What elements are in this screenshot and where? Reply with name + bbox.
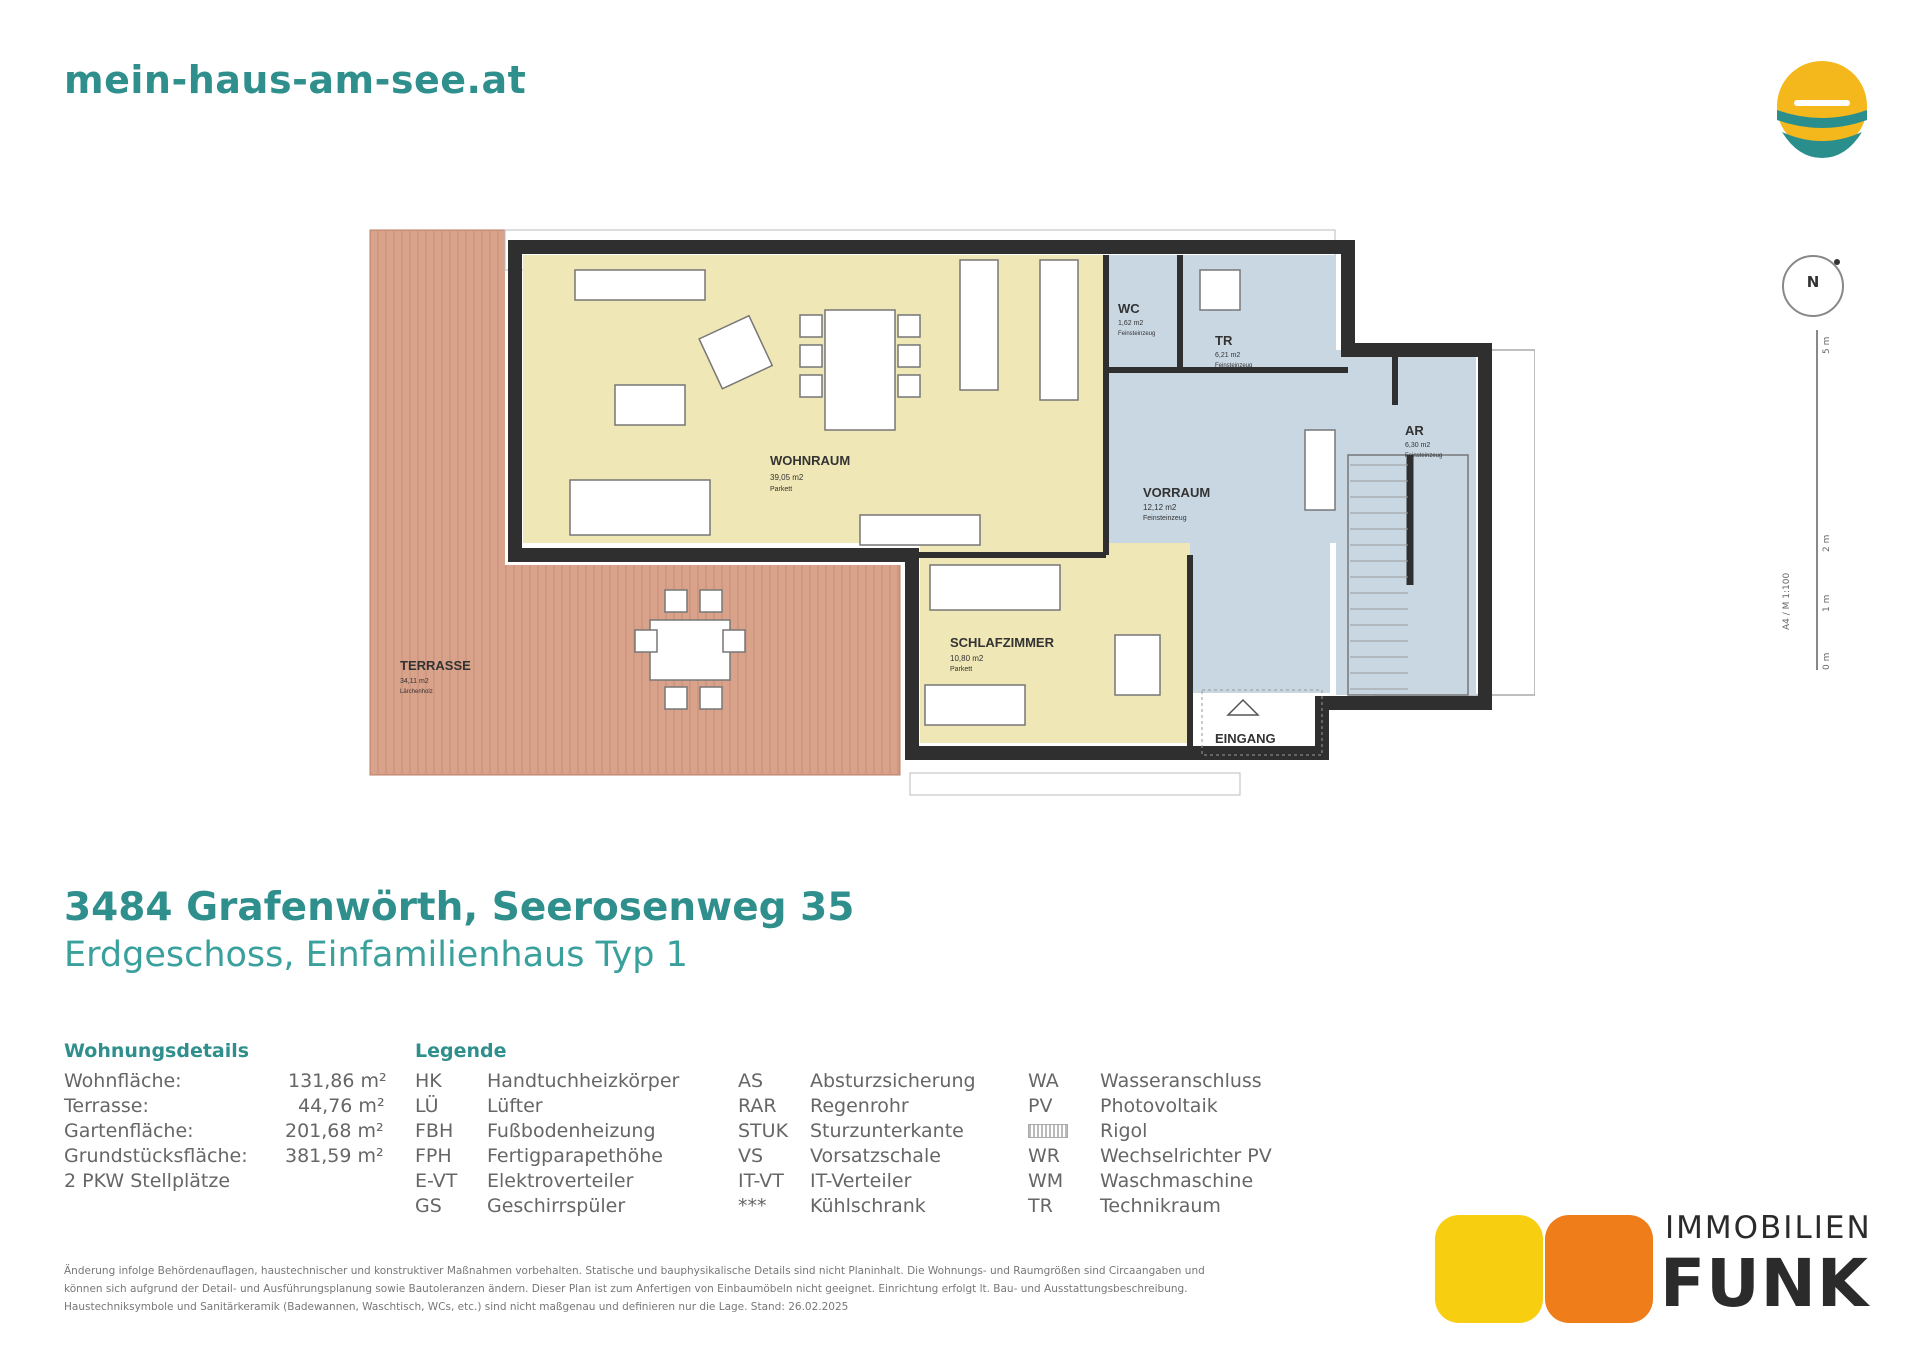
scale-label: A4 / M 1:100 — [1782, 572, 1792, 630]
legend-abbr: *** — [738, 1195, 767, 1217]
label-wc: WC — [1118, 301, 1140, 316]
svg-text:6,30 m2: 6,30 m2 — [1405, 442, 1430, 449]
legend-abbr: AS — [738, 1070, 764, 1092]
legend-abbr: FBH — [415, 1120, 454, 1142]
legend-text: Fußbodenheizung — [487, 1120, 656, 1142]
rigol-symbol-icon — [1028, 1124, 1068, 1138]
label-terrasse: TERRASSE — [400, 658, 471, 673]
compass-north-label: N — [1806, 273, 1820, 291]
legend-abbr: GS — [415, 1195, 442, 1217]
detail-value: 381,59 m² — [285, 1145, 384, 1167]
legend-text: Waschmaschine — [1100, 1170, 1254, 1192]
room-labels: WOHNRAUM 39,05 m2 Parkett SCHLAFZIMMER 1… — [400, 301, 1442, 746]
detail-label: Wohnfläche: — [64, 1070, 182, 1092]
legend-abbr: VS — [738, 1145, 764, 1167]
scale-tick-5m: 5 m — [1822, 336, 1832, 354]
svg-text:39,05 m2: 39,05 m2 — [770, 473, 804, 482]
legend-text: Rigol — [1100, 1120, 1148, 1142]
svg-text:12,12 m2: 12,12 m2 — [1143, 503, 1177, 512]
legend-text: Lüfter — [487, 1095, 543, 1117]
legend-abbr: RAR — [738, 1095, 777, 1117]
scale-tick-1m: 1 m — [1822, 594, 1832, 612]
legend-abbr: WR — [1028, 1145, 1060, 1167]
legend-abbr: E-VT — [415, 1170, 458, 1192]
scale-tick-2m: 2 m — [1822, 534, 1832, 552]
svg-text:Parkett: Parkett — [770, 486, 792, 493]
brand-line2: FUNK — [1660, 1245, 1870, 1322]
brand-orange-square — [1545, 1215, 1653, 1323]
sea-logo-icon — [1777, 61, 1867, 158]
legend-text: Absturzsicherung — [810, 1070, 976, 1092]
legend-text: Fertigparapethöhe — [487, 1145, 663, 1167]
entrance-arrow-icon — [1226, 698, 1260, 716]
floor-plan: WOHNRAUM 39,05 m2 Parkett SCHLAFZIMMER 1… — [369, 225, 1535, 815]
scale-bar: A4 / M 1:100 5 m 2 m 1 m 0 m — [1782, 330, 1838, 680]
label-ar: AR — [1405, 423, 1424, 438]
legend-abbr: PV — [1028, 1095, 1053, 1117]
legend-abbr: LÜ — [415, 1095, 439, 1117]
site-url: mein-haus-am-see.at — [64, 58, 527, 102]
legend-text: Wasseranschluss — [1100, 1070, 1262, 1092]
label-schlafzimmer: SCHLAFZIMMER — [950, 635, 1055, 650]
detail-value: 44,76 m² — [298, 1095, 385, 1117]
legend-abbr: WA — [1028, 1070, 1059, 1092]
legend-text: Kühlschrank — [810, 1195, 926, 1217]
detail-label: Terrasse: — [64, 1095, 149, 1117]
property-subtitle: Erdgeschoss, Einfamilienhaus Typ 1 — [64, 935, 688, 975]
label-tr: TR — [1215, 333, 1233, 348]
svg-text:Lärchenholz: Lärchenholz — [400, 689, 433, 695]
legend-text: Vorsatzschale — [810, 1145, 941, 1167]
details-heading: Wohnungsdetails — [64, 1040, 250, 1062]
property-address: 3484 Grafenwörth, Seerosenweg 35 — [64, 885, 855, 930]
svg-text:Feinsteinzeug: Feinsteinzeug — [1143, 515, 1187, 522]
label-eingang: EINGANG — [1215, 731, 1276, 746]
detail-value: 131,86 m² — [288, 1070, 387, 1092]
compass-icon: N — [1782, 255, 1844, 317]
brand-line1: IMMOBILIEN — [1665, 1210, 1872, 1246]
legend-text: Wechselrichter PV — [1100, 1145, 1272, 1167]
svg-text:6,21 m2: 6,21 m2 — [1215, 352, 1240, 359]
legend-abbr: STUK — [738, 1120, 789, 1142]
svg-text:Feinsteinzeug: Feinsteinzeug — [1118, 331, 1155, 337]
scale-tick-0m: 0 m — [1822, 652, 1832, 670]
detail-value: 201,68 m² — [285, 1120, 384, 1142]
legend-text: Sturzunterkante — [810, 1120, 964, 1142]
brand-yellow-square — [1435, 1215, 1543, 1323]
svg-text:34,11 m2: 34,11 m2 — [400, 678, 429, 685]
legend-abbr: WM — [1028, 1170, 1064, 1192]
disclaimer-text: Änderung infolge Behördenauflagen, haust… — [64, 1265, 1205, 1313]
legend-text: Technikraum — [1100, 1195, 1221, 1217]
label-vorraum: VORRAUM — [1143, 485, 1210, 500]
legend-heading: Legende — [415, 1040, 507, 1062]
detail-label: 2 PKW Stellplätze — [64, 1170, 231, 1192]
legend-text: Geschirrspüler — [487, 1195, 626, 1217]
legend-abbr: HK — [415, 1070, 442, 1092]
legend-abbr: IT-VT — [738, 1170, 784, 1192]
legend-text: Handtuchheizkörper — [487, 1070, 680, 1092]
label-wohnraum: WOHNRAUM — [770, 453, 850, 468]
legend-abbr: TR — [1028, 1195, 1053, 1217]
legend-text: Regenrohr — [810, 1095, 909, 1117]
svg-text:10,80 m2: 10,80 m2 — [950, 654, 984, 663]
svg-text:1,62 m2: 1,62 m2 — [1118, 320, 1143, 327]
legend-abbr: FPH — [415, 1145, 452, 1167]
legend-text: IT-Verteiler — [810, 1170, 912, 1192]
detail-label: Grundstücksfläche: — [64, 1145, 248, 1167]
svg-text:Feinsteinzeug: Feinsteinzeug — [1405, 453, 1442, 459]
legend-text: Photovoltaik — [1100, 1095, 1218, 1117]
detail-label: Gartenfläche: — [64, 1120, 194, 1142]
svg-text:Feinsteinzeug: Feinsteinzeug — [1215, 363, 1252, 369]
legend-text: Elektroverteiler — [487, 1170, 634, 1192]
svg-text:Parkett: Parkett — [950, 666, 972, 673]
